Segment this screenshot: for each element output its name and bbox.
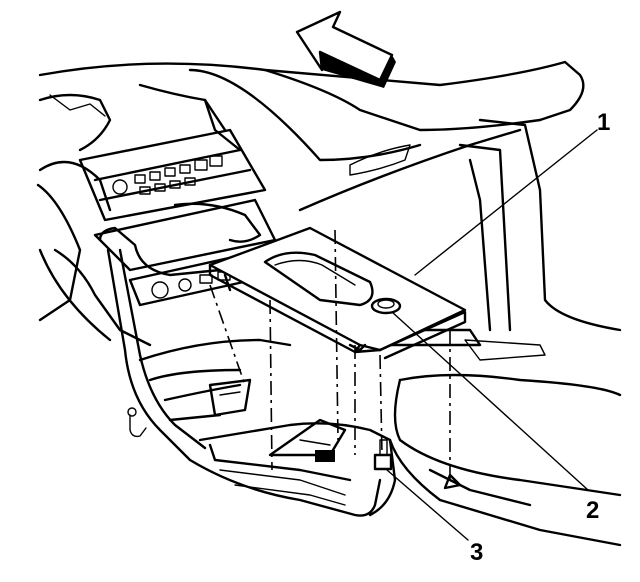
callout-2: 2 [586,497,599,524]
fastener-knob [370,297,402,315]
center-stack [78,128,277,307]
callout-3: 3 [470,539,483,566]
alignment-lines [209,229,451,480]
radio-buttons [112,155,223,195]
console-trim [98,226,382,517]
retainer-clip [373,439,393,471]
console-body [198,378,397,517]
bolt-icon [127,407,147,438]
instrument-panel [36,60,585,347]
leader-lines [386,129,598,541]
callout-1: 1 [597,109,610,136]
